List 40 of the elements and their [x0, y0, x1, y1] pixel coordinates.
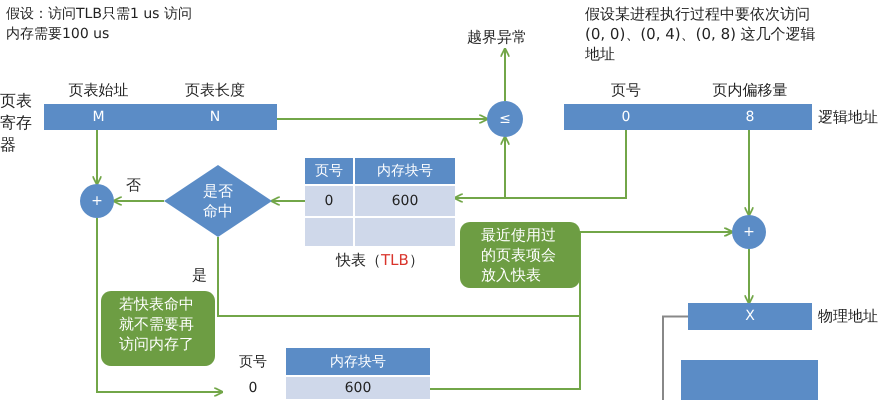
register-cell: 8 [688, 104, 812, 130]
memory-block [681, 360, 818, 400]
connector-arrow [92, 130, 102, 186]
node-caption: 快表（TLB） [336, 250, 424, 270]
register-cell: 0 [564, 104, 688, 130]
callout-note: 最近使用过的页表项会放入快表 [460, 222, 580, 288]
connector-arrow [270, 196, 305, 206]
note-text: 假设：访问TLB只需1 us 访问内存需要100 us [6, 5, 193, 44]
field-heading: 页表始址 [68, 80, 130, 101]
tlb-table: 页号 内存块号 0 600 [305, 158, 455, 246]
register-cell: M [44, 104, 153, 130]
node-caption: 物理地址 [818, 306, 878, 326]
address-bar: X [688, 303, 812, 330]
field-heading: 页号 [610, 80, 642, 101]
operator-circle: + [732, 215, 766, 249]
operator-circle: ≤ [487, 101, 523, 137]
connector-arrow [500, 130, 627, 199]
edge-label: 否 [126, 176, 141, 194]
row-label: 页号 [238, 352, 268, 372]
field-heading: 页内偏移量 [712, 80, 788, 101]
decision-diamond: 是否命中 [164, 165, 272, 237]
callout-note: 若快表命中就不需要再访问内存了 [101, 291, 215, 366]
connector-arrow [744, 249, 754, 305]
note-text: 假设某进程执行过程中要依次访问 (0, 0)、(0, 4)、(0, 8) 这几个逻辑地址 [585, 4, 817, 64]
connector-arrow [277, 114, 489, 124]
table-cell: 内存块号 [286, 348, 430, 375]
connector-arrow [500, 47, 510, 101]
exception-label: 越界异常 [467, 27, 527, 47]
operator-circle: + [80, 184, 114, 218]
connector-arrow [112, 196, 164, 206]
connector-arrow [430, 226, 734, 390]
table-cell: 600 [286, 377, 430, 399]
node-caption: 逻辑地址 [818, 107, 878, 127]
node-caption: 页表寄存器 [0, 90, 33, 156]
row-label: 0 [248, 379, 258, 398]
connector-arrow [744, 130, 754, 217]
register-cell: N [153, 104, 277, 130]
connector-arrow [96, 218, 224, 398]
edge-label: 是 [192, 266, 207, 284]
field-heading: 页表长度 [184, 80, 246, 101]
